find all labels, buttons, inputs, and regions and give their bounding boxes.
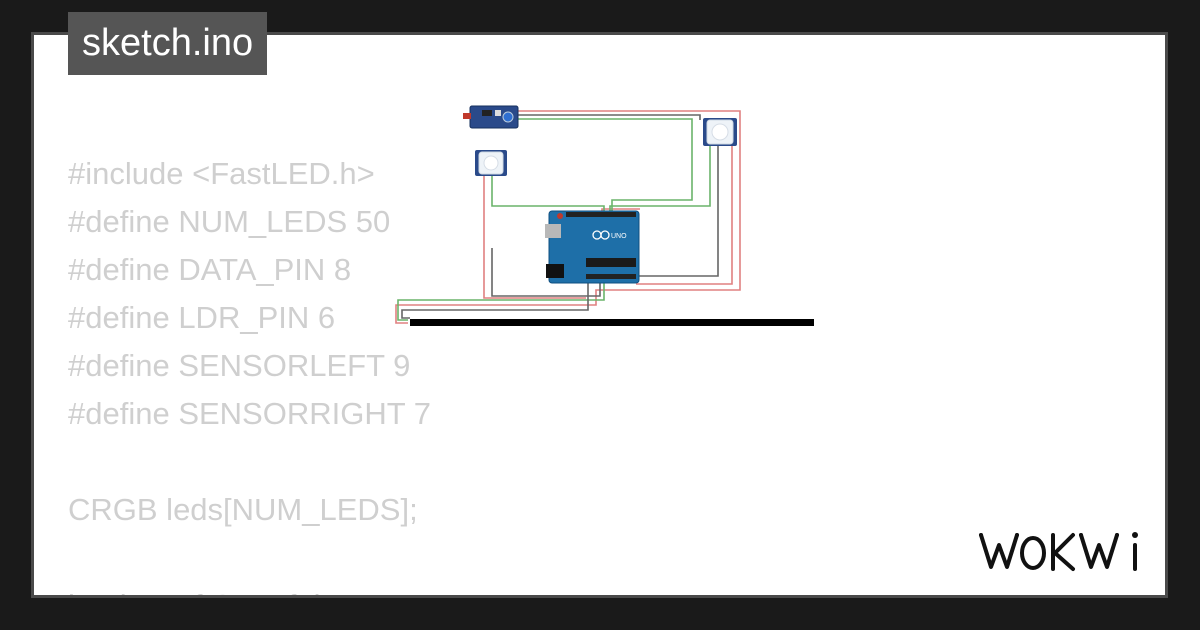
code-line-include: #include <FastLED.h>	[68, 156, 375, 191]
usb-port-icon	[545, 224, 561, 238]
pir-sensor-left[interactable]	[475, 150, 507, 176]
wokwi-logo	[979, 532, 1138, 571]
reset-button-icon	[557, 213, 563, 219]
pir-dome-icon	[711, 123, 729, 141]
ldr-sensor-module[interactable]	[463, 105, 519, 129]
code-line-num-leds: #define NUM_LEDS 50	[68, 204, 391, 239]
pir-sensor-right[interactable]	[703, 118, 737, 146]
code-line-sensorright: #define SENSORRIGHT 7	[68, 396, 431, 431]
code-line-crgb: CRGB leds[NUM_LEDS];	[68, 492, 418, 527]
preview-card: #include <FastLED.h> #define NUM_LEDS 50 #…	[34, 35, 1165, 595]
wire-red-3	[483, 176, 586, 299]
wires	[395, 110, 741, 324]
file-title-tab[interactable]: sketch.ino	[68, 12, 268, 75]
code-line-data-pin: #define DATA_PIN 8	[68, 252, 352, 287]
led-strip[interactable]	[410, 319, 814, 326]
pir-dome-icon	[483, 155, 499, 171]
mcu-chip-icon	[586, 258, 636, 267]
board-label: UNO	[611, 233, 627, 240]
code-line-ldr-pin: #define LDR_PIN 6	[68, 300, 336, 335]
wire-gray-1	[518, 114, 701, 120]
arduino-uno[interactable]: UNO	[545, 210, 640, 284]
wire-green-3	[609, 146, 711, 214]
wire-gray-3	[401, 280, 589, 319]
wire-red-1	[395, 110, 741, 324]
wire-green-1	[518, 118, 693, 214]
power-jack-icon	[546, 264, 564, 278]
wire-green-2	[397, 176, 605, 321]
code-editor: #include <FastLED.h> #define NUM_LEDS 50 #…	[68, 150, 431, 595]
ldr-sensor-icon	[463, 113, 471, 119]
wire-gray-2	[491, 146, 719, 297]
code-line-sensorleft: #define SENSORLEFT 9	[68, 348, 411, 383]
wire-red-2	[636, 146, 733, 285]
code-line-isleft: bool IsLeftOn = false;	[68, 582, 431, 595]
